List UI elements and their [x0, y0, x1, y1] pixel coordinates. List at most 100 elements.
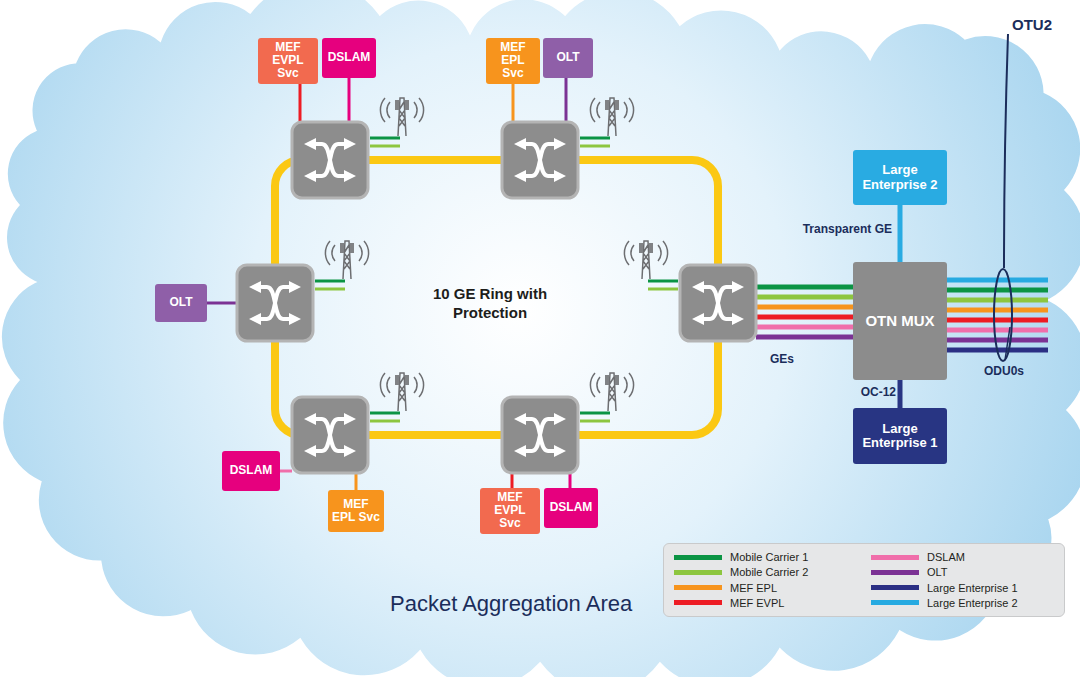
legend-entry: Large Enterprise 2	[871, 596, 1054, 610]
packet-switch-icon	[502, 397, 578, 473]
cell-tower-icon	[590, 98, 633, 136]
cell-tower-icon	[380, 373, 423, 411]
service-box: DSLAM	[222, 451, 280, 491]
service-box: DSLAM	[544, 488, 598, 528]
cell-tower-icon	[325, 241, 368, 279]
link-wire	[348, 78, 351, 122]
service-box: MEF EPL Svc	[328, 490, 384, 532]
node-text: MEF EVPL Svc	[484, 491, 536, 531]
legend-entry: OLT	[871, 565, 1054, 579]
service-box: DSLAM	[322, 38, 376, 78]
node-text: Large Enterprise 2	[857, 163, 943, 192]
ring-line	[275, 160, 718, 435]
legend-text: Mobile Carrier 1	[730, 551, 808, 563]
bundle-bracket	[994, 269, 1012, 361]
node-text: DSLAM	[328, 51, 371, 64]
leader-line	[1005, 327, 1010, 360]
legend-swatch	[871, 555, 919, 560]
service-box: MEF EVPL Svc	[258, 38, 318, 84]
link-wire	[511, 473, 514, 488]
node-text: OTN MUX	[865, 313, 934, 330]
link-wire	[370, 412, 400, 415]
ring-label: 10 GE Ring with Protection	[400, 285, 580, 323]
service-box: MEF EPL Svc	[486, 38, 540, 84]
link-wire	[756, 315, 855, 320]
link-wire	[299, 80, 302, 122]
link-wire	[580, 137, 610, 140]
callout-label: OTU2	[1012, 16, 1052, 35]
enterprise-box: Large Enterprise 1	[853, 408, 947, 464]
legend-text: Large Enterprise 1	[927, 582, 1018, 594]
legend-entry: Large Enterprise 1	[871, 581, 1054, 595]
node-text: MEF EPL Svc	[490, 41, 536, 81]
packet-switch-icon	[292, 397, 368, 473]
callout-label: ODU0s	[984, 364, 1024, 379]
link-wire	[580, 145, 610, 148]
legend-swatch	[674, 585, 722, 590]
legend-text: OLT	[927, 566, 948, 578]
legend-text: Mobile Carrier 2	[730, 566, 808, 578]
link-wire	[280, 470, 292, 473]
legend-entry: Mobile Carrier 1	[674, 550, 857, 564]
link-wire	[648, 288, 678, 291]
link-wire	[355, 473, 358, 490]
link-wire	[580, 412, 610, 415]
service-box: OLT	[543, 38, 593, 78]
link-wire	[207, 302, 237, 305]
link-wire	[945, 298, 1048, 303]
legend-entry: MEF EPL	[674, 581, 857, 595]
packet-switch-icon	[237, 265, 313, 341]
link-wire	[756, 305, 855, 310]
edge-label: Transparent GE	[760, 222, 892, 236]
legend-swatch	[871, 585, 919, 590]
link-wire	[756, 295, 855, 300]
node-text: DSLAM	[230, 464, 273, 477]
link-wire	[756, 325, 855, 330]
connector-line	[898, 380, 903, 408]
cell-tower-icon	[624, 241, 667, 279]
cell-tower-icon	[380, 98, 423, 136]
packet-switch-icon	[680, 265, 756, 341]
link-wire	[945, 318, 1048, 323]
link-wire	[648, 280, 678, 283]
leader-line	[1004, 34, 1008, 268]
otn-mux-box: OTN MUX	[853, 262, 947, 380]
link-wire	[945, 308, 1048, 313]
link-wire	[512, 80, 515, 122]
legend-entry: MEF EVPL	[674, 596, 857, 610]
legend-text: MEF EVPL	[730, 597, 784, 609]
cell-tower-icon	[590, 373, 633, 411]
node-text: MEF EVPL Svc	[262, 41, 314, 81]
callout-label: GEs	[770, 352, 794, 367]
link-wire	[370, 420, 400, 423]
service-box: OLT	[155, 284, 207, 322]
link-wire	[756, 335, 855, 340]
legend-entry: DSLAM	[871, 550, 1054, 564]
legend-swatch	[674, 600, 722, 605]
legend-swatch	[674, 555, 722, 560]
node-text: OLT	[556, 51, 579, 64]
legend-entry: Mobile Carrier 2	[674, 565, 857, 579]
area-title: Packet Aggregation Area	[390, 590, 632, 618]
node-text: OLT	[169, 296, 192, 309]
link-wire	[569, 473, 572, 488]
link-wire	[756, 285, 855, 290]
legend-box: Mobile Carrier 1 Mobile Carrier 2 MEF EPL M…	[663, 543, 1065, 617]
legend-swatch	[871, 600, 919, 605]
service-box: MEF EVPL Svc	[480, 488, 540, 534]
legend-text: MEF EPL	[730, 582, 777, 594]
legend-text: DSLAM	[927, 551, 965, 563]
legend-text: Large Enterprise 2	[927, 597, 1018, 609]
enterprise-box: Large Enterprise 2	[853, 150, 947, 205]
connector-line	[898, 205, 903, 262]
packet-switch-icon	[292, 122, 368, 198]
node-text: MEF EPL Svc	[332, 498, 380, 524]
legend-swatch	[871, 570, 919, 575]
packet-switch-icon	[502, 122, 578, 198]
link-wire	[315, 288, 345, 291]
link-wire	[370, 145, 400, 148]
link-wire	[370, 137, 400, 140]
link-wire	[315, 280, 345, 283]
link-wire	[945, 328, 1048, 333]
